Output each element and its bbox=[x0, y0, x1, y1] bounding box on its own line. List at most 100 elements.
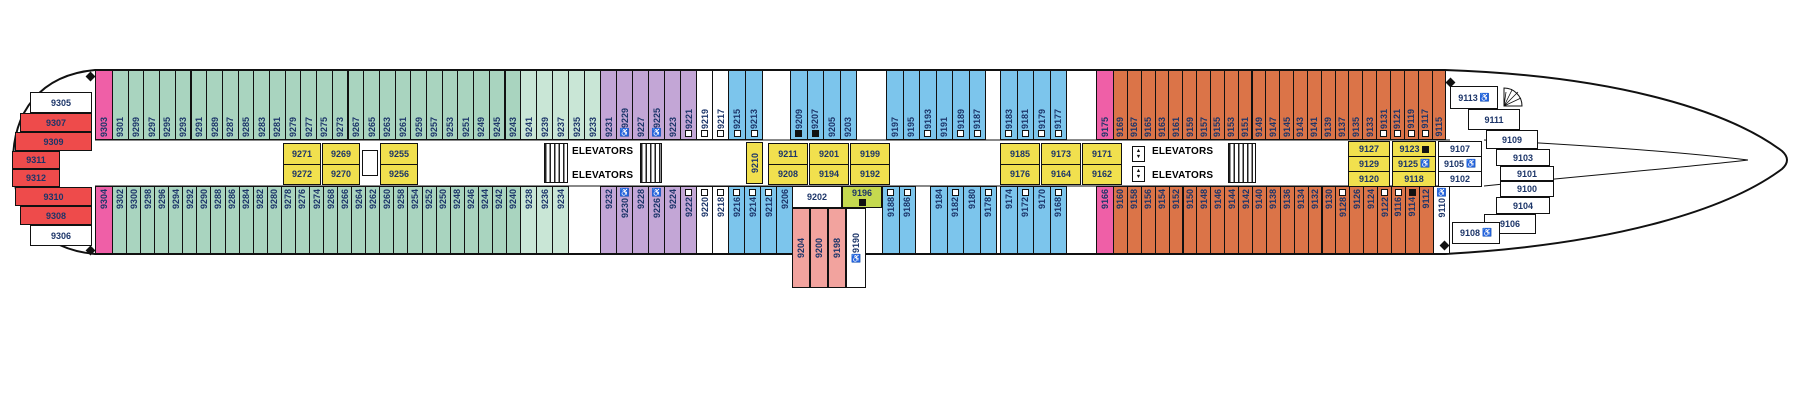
cabin-9246[interactable]: 9246 bbox=[463, 186, 479, 254]
cabin-9202[interactable]: 9202 bbox=[792, 186, 842, 208]
cabin-9297[interactable]: 9297 bbox=[143, 70, 161, 140]
cabin-9142[interactable]: 9142 bbox=[1238, 186, 1253, 254]
cabin-9225[interactable]: 9225♿ bbox=[648, 70, 665, 140]
cabin-9272[interactable]: 9272 bbox=[284, 163, 320, 185]
cabin-9215[interactable]: 9215 bbox=[728, 70, 746, 140]
cabin-9267[interactable]: 9267 bbox=[347, 70, 365, 140]
cabin-9116[interactable]: 9116 bbox=[1391, 186, 1406, 254]
cabin-9223[interactable]: 9223 bbox=[664, 70, 681, 140]
cabin-9211[interactable]: 9211 bbox=[769, 144, 807, 164]
cabin-9187[interactable]: 9187 bbox=[968, 70, 986, 140]
cabin-9155[interactable]: 9155 bbox=[1209, 70, 1225, 140]
cabin-9288[interactable]: 9288 bbox=[210, 186, 226, 254]
cabin-9304[interactable]: 9304 bbox=[95, 186, 113, 254]
cabin-9138[interactable]: 9138 bbox=[1265, 186, 1281, 254]
cabin-9306[interactable]: 9306 bbox=[30, 225, 92, 246]
cabin-9277[interactable]: 9277 bbox=[300, 70, 318, 140]
cabin-9108[interactable]: 9108♿ bbox=[1452, 222, 1500, 244]
cabin-9276[interactable]: 9276 bbox=[294, 186, 310, 254]
cabin-9222[interactable]: 9222 bbox=[680, 186, 697, 254]
cabin-9214[interactable]: 9214 bbox=[744, 186, 761, 254]
cabin-9226[interactable]: ♿9226 bbox=[648, 186, 665, 254]
cabin-9285[interactable]: 9285 bbox=[237, 70, 255, 140]
cabin-9100[interactable]: 9100 bbox=[1500, 181, 1554, 197]
cabin-9239[interactable]: 9239 bbox=[536, 70, 553, 140]
cabin-9280[interactable]: 9280 bbox=[266, 186, 282, 254]
cabin-9146[interactable]: 9146 bbox=[1210, 186, 1226, 254]
cabin-9301[interactable]: 9301 bbox=[112, 70, 129, 140]
cabin-9252[interactable]: 9252 bbox=[421, 186, 437, 254]
cabin-9302[interactable]: 9302 bbox=[112, 186, 128, 254]
cabin-9107[interactable]: 9107 bbox=[1439, 142, 1481, 156]
cabin-9228[interactable]: 9228 bbox=[632, 186, 649, 254]
cabin-9256[interactable]: 9256 bbox=[381, 163, 417, 185]
cabin-9243[interactable]: 9243 bbox=[504, 70, 522, 140]
cabin-9232[interactable]: 9232 bbox=[600, 186, 617, 254]
cabin-9260[interactable]: 9260 bbox=[379, 186, 395, 254]
cabin-9189[interactable]: 9189 bbox=[952, 70, 970, 140]
cabin-9275[interactable]: 9275 bbox=[316, 70, 333, 140]
cabin-9279[interactable]: 9279 bbox=[284, 70, 302, 140]
cabin-9207[interactable]: 9207 bbox=[806, 70, 824, 140]
cabin-9205[interactable]: 9205 bbox=[823, 70, 841, 140]
cabin-9240[interactable]: 9240 bbox=[505, 186, 522, 254]
cabin-9122[interactable]: 9122 bbox=[1377, 186, 1392, 254]
cabin-9281[interactable]: 9281 bbox=[269, 70, 286, 140]
cabin-9130[interactable]: 9130 bbox=[1321, 186, 1337, 254]
cabin-9294[interactable]: 9294 bbox=[168, 186, 184, 254]
cabin-9149[interactable]: 9149 bbox=[1251, 70, 1267, 140]
cabin-9199[interactable]: 9199 bbox=[851, 144, 889, 164]
cabin-9311[interactable]: 9311 bbox=[12, 151, 60, 169]
cabin-9168[interactable]: 9168 bbox=[1049, 186, 1067, 254]
cabin-9242[interactable]: 9242 bbox=[491, 186, 507, 254]
cabin-9188[interactable]: 9188 bbox=[882, 186, 900, 254]
cabin-9284[interactable]: 9284 bbox=[238, 186, 254, 254]
cabin-9212[interactable]: 9212 bbox=[760, 186, 777, 254]
cabin-9192[interactable]: 9192 bbox=[851, 163, 889, 185]
cabin-9103[interactable]: 9103 bbox=[1496, 149, 1550, 166]
cabin-9206[interactable]: 9206 bbox=[776, 186, 793, 254]
cabin-9266[interactable]: 9266 bbox=[337, 186, 353, 254]
cabin-9156[interactable]: 9156 bbox=[1140, 186, 1156, 254]
cabin-9221[interactable]: 9221 bbox=[680, 70, 697, 140]
cabin-9286[interactable]: 9286 bbox=[224, 186, 240, 254]
cabin-9298[interactable]: 9298 bbox=[140, 186, 156, 254]
cabin-9125[interactable]: 9125♿ bbox=[1393, 156, 1435, 171]
cabin-9166[interactable]: 9166 bbox=[1096, 186, 1114, 254]
cabin-9181[interactable]: 9181 bbox=[1016, 70, 1034, 140]
cabin-9283[interactable]: 9283 bbox=[253, 70, 270, 140]
cabin-9287[interactable]: 9287 bbox=[221, 70, 239, 140]
cabin-9303[interactable]: 9303 bbox=[95, 70, 113, 140]
cabin-9112[interactable]: 9112 bbox=[1418, 186, 1434, 254]
cabin-9296[interactable]: 9296 bbox=[154, 186, 170, 254]
cabin-9147[interactable]: 9147 bbox=[1265, 70, 1281, 140]
cabin-9183[interactable]: 9183 bbox=[1000, 70, 1018, 140]
cabin-9269[interactable]: 9269 bbox=[323, 144, 359, 164]
cabin-9208[interactable]: 9208 bbox=[769, 163, 807, 185]
cabin-9210[interactable]: 9210 bbox=[746, 142, 763, 184]
cabin-9295[interactable]: 9295 bbox=[159, 70, 176, 140]
cabin-9109[interactable]: 9109 bbox=[1486, 130, 1538, 149]
cabin-9113[interactable]: 9113♿ bbox=[1450, 86, 1498, 109]
cabin-9234[interactable]: 9234 bbox=[552, 186, 569, 254]
cabin-9224[interactable]: 9224 bbox=[664, 186, 681, 254]
cabin-9127[interactable]: 9127 bbox=[1349, 142, 1389, 156]
cabin-9177[interactable]: 9177 bbox=[1049, 70, 1067, 140]
cabin-9273[interactable]: 9273 bbox=[331, 70, 349, 140]
cabin-9150[interactable]: 9150 bbox=[1182, 186, 1198, 254]
cabin-9258[interactable]: 9258 bbox=[393, 186, 409, 254]
cabin-9151[interactable]: 9151 bbox=[1237, 70, 1253, 140]
cabin-9111[interactable]: 9111 bbox=[1468, 109, 1520, 130]
cabin-9263[interactable]: 9263 bbox=[378, 70, 396, 140]
cabin-9159[interactable]: 9159 bbox=[1182, 70, 1198, 140]
cabin-9132[interactable]: 9132 bbox=[1307, 186, 1323, 254]
cabin-9241[interactable]: 9241 bbox=[520, 70, 537, 140]
cabin-9203[interactable]: 9203 bbox=[839, 70, 857, 140]
cabin-9198[interactable]: 9198 bbox=[828, 208, 846, 288]
cabin-9245[interactable]: 9245 bbox=[488, 70, 506, 140]
